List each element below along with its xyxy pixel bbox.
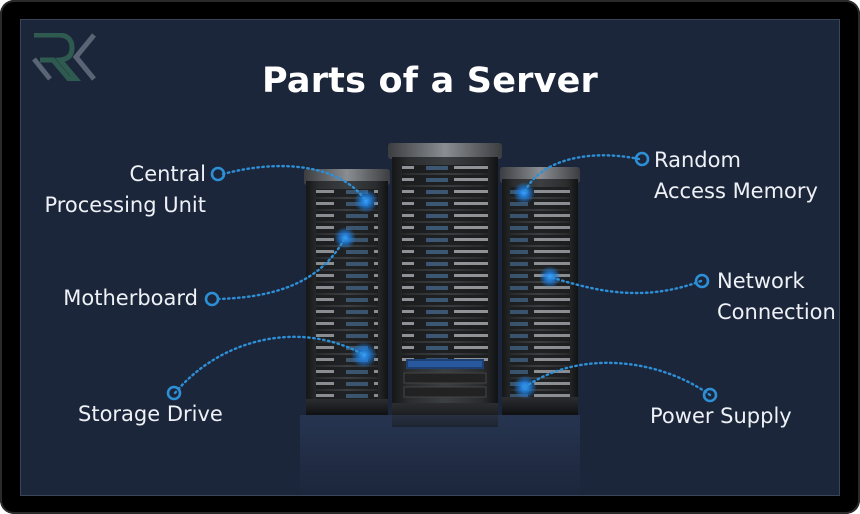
connector-psu <box>523 361 712 397</box>
connector-storage <box>173 335 366 395</box>
connector-cpu <box>221 164 368 203</box>
logo-r-leg <box>32 57 52 81</box>
label-network-connection: Network Connection <box>717 269 836 324</box>
label-power-supply: Power Supply <box>650 404 792 428</box>
slide-panel: Parts of a Server <box>20 19 840 496</box>
connector-network <box>548 275 703 295</box>
glow-network <box>539 266 561 288</box>
connector-lines <box>166 151 718 403</box>
label-storage-drive: Storage Drive <box>78 402 223 426</box>
connector-ram <box>522 154 641 195</box>
marker-ram <box>634 151 650 167</box>
connector-motherboard <box>216 236 347 301</box>
logo-r-bowl <box>34 33 81 81</box>
label-motherboard: Motherboard <box>63 286 198 310</box>
marker-storage <box>166 385 182 401</box>
marker-network <box>694 273 710 289</box>
server-rack-right <box>500 167 580 415</box>
glow-ram <box>513 182 535 204</box>
label-cpu: Central Processing Unit <box>44 162 206 217</box>
rk-logo <box>32 33 96 81</box>
server-racks-illustration <box>304 143 580 427</box>
slide-title: Parts of a Server <box>261 61 599 101</box>
label-ram: Random Access Memory <box>654 148 818 203</box>
glow-storage <box>351 342 377 368</box>
marker-psu <box>702 387 718 403</box>
server-rack-center <box>388 143 502 427</box>
glow-motherboard <box>334 227 356 249</box>
marker-motherboard <box>204 291 220 307</box>
rack-reflection <box>300 415 580 495</box>
marker-cpu <box>210 166 226 182</box>
logo-k <box>72 33 96 81</box>
